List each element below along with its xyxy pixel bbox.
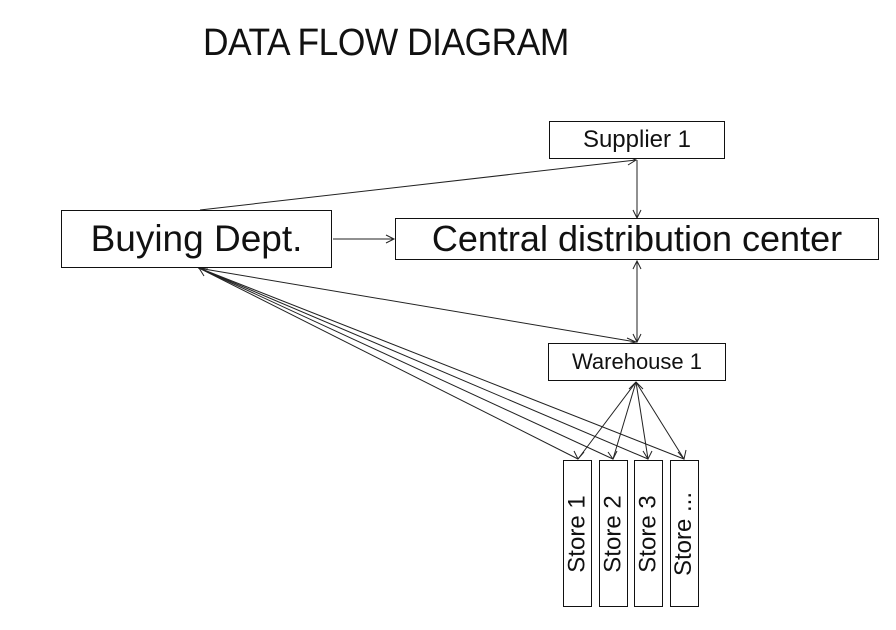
store-node-2: Store 2 [599, 460, 628, 607]
warehouse-label: Warehouse 1 [571, 349, 703, 374]
central-distribution-label: Central distribution center [431, 218, 843, 259]
store-label: Store 3 [634, 494, 662, 573]
edge-buying-store-1 [198, 267, 579, 460]
supplier-label: Supplier 1 [582, 126, 692, 153]
buying-dept-label: Buying Dept. [90, 218, 303, 259]
edge-buying-store-3 [198, 267, 649, 460]
store-label: Store ... [670, 491, 698, 576]
buying-dept-node: Buying Dept. [61, 210, 332, 268]
edge-buying-supplier [199, 159, 637, 211]
warehouse-node: Warehouse 1 [548, 343, 726, 381]
store-label: Store 1 [563, 494, 591, 573]
store-node-3: Store 3 [634, 460, 663, 607]
store-node-1: Store 1 [563, 460, 592, 607]
edge-buying-warehouse [197, 267, 637, 343]
arrowhead-warehouse-bottom [628, 381, 644, 390]
edge-warehouse-store-2 [612, 381, 637, 460]
edge-buying-store-4 [198, 267, 685, 460]
edge-buying-store-2 [198, 267, 614, 460]
arrowhead-central-left [385, 234, 396, 244]
arrowhead-buying-bottom [198, 267, 208, 277]
store-label: Store 2 [599, 494, 627, 573]
supplier-node: Supplier 1 [549, 121, 725, 159]
edge-warehouse-store-3 [635, 381, 649, 460]
edge-warehouse-store-1 [577, 381, 637, 460]
central-distribution-node: Central distribution center [395, 218, 879, 260]
arrowhead-central-bottom [632, 259, 642, 270]
diagram-title: DATA FLOW DIAGRAM [203, 22, 569, 64]
store-node-more: Store ... [670, 460, 699, 607]
edge-warehouse-store-4 [635, 381, 685, 460]
